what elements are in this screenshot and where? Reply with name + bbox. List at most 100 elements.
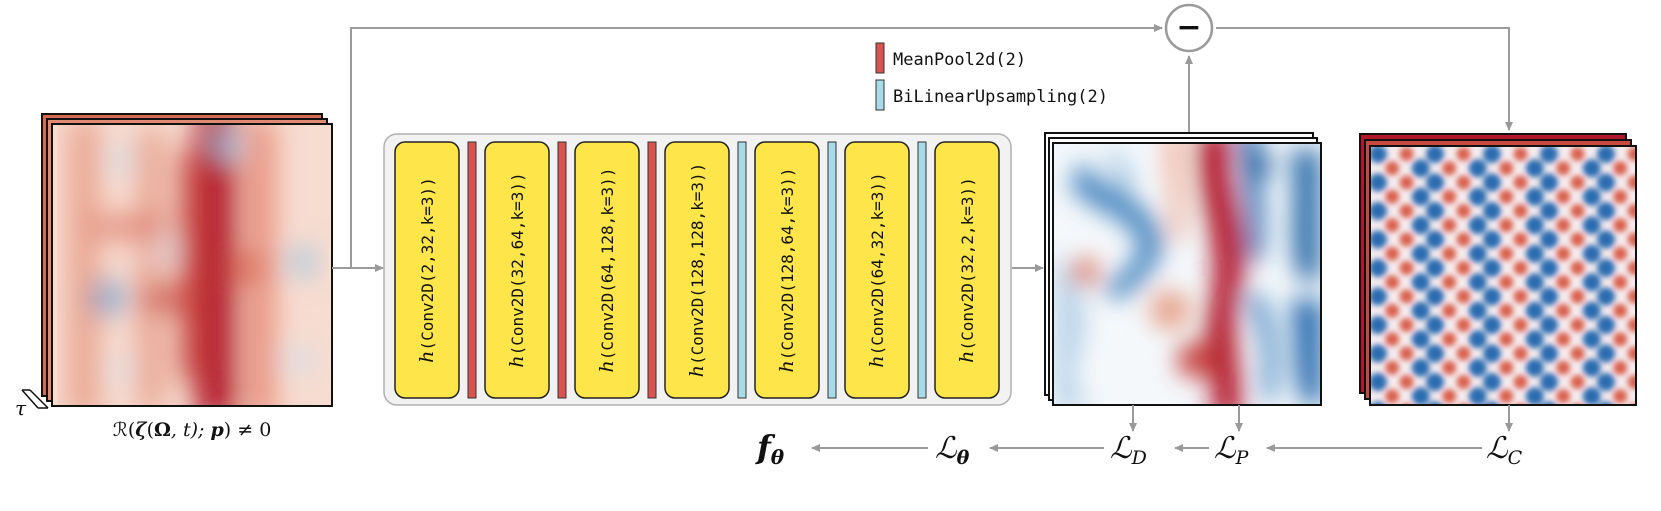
pattern-blue-spot [1540, 316, 1558, 334]
pattern-red-spot [1627, 175, 1636, 190]
pattern-blue-spot [1426, 373, 1444, 391]
pattern-red-spot [1514, 432, 1528, 446]
meanpool-layer-2 [557, 141, 567, 399]
pattern-blue-spot [1468, 216, 1487, 235]
pattern-blue-spot [1640, 273, 1658, 291]
activation-symbol: h [866, 355, 888, 367]
conv-block-7: h(Conv2D(32,2,k=3)) [934, 141, 1000, 399]
pattern-blue-spot [1468, 330, 1487, 349]
l-p-main: ℒ [1214, 431, 1237, 466]
pattern-blue-spot [1654, 174, 1661, 192]
pattern-red-spot [1456, 175, 1471, 190]
l-theta-label: ℒθ [935, 431, 970, 469]
l-c-sub: C [1508, 447, 1523, 469]
pattern-blue-spot [1597, 430, 1615, 448]
pattern-blue-spot [1369, 430, 1387, 448]
pattern-red-spot [1442, 161, 1457, 176]
caption-rest: , t); [171, 419, 211, 441]
pattern-blue-spot [1540, 230, 1558, 249]
pattern-blue-spot [1426, 287, 1444, 306]
pattern-blue-spot [1370, 202, 1387, 220]
pattern-blue-spot [1525, 159, 1544, 178]
pattern-blue-spot [1411, 301, 1430, 320]
conv-block-2: h(Conv2D(32,64,k=3)) [484, 141, 550, 399]
pattern-blue-spot [1468, 159, 1487, 178]
l-theta-main: ℒ [935, 431, 958, 466]
pattern-red-spot [1442, 332, 1457, 347]
pattern-red-spot [1627, 375, 1636, 389]
pattern-red-spot [1385, 418, 1399, 432]
pattern-red-spot [1399, 289, 1414, 304]
operator-circle [1164, 3, 1214, 53]
conv-block-box [574, 141, 640, 399]
conv-block-label: h(Conv2D(2,32,k=3)) [416, 177, 438, 363]
l-d-main: ℒ [1110, 431, 1133, 466]
pattern-red-spot [1442, 418, 1456, 432]
pattern-blue-spot [1582, 216, 1601, 235]
pattern-red-spot [1456, 261, 1471, 275]
pattern-red-spot [1385, 246, 1400, 261]
pattern-red-spot [1627, 318, 1636, 332]
conv-block-5: h(Conv2D(128,64,k=3)) [754, 141, 820, 399]
pattern-blue-spot [1654, 402, 1661, 420]
output-field-stack [1044, 132, 1322, 406]
pattern-blue-spot [1411, 244, 1430, 263]
subtract-operator: − [1164, 3, 1214, 53]
pattern-blue-spot [1370, 146, 1387, 163]
conv-block-1: h(Conv2D(2,32,k=3)) [394, 141, 460, 399]
pattern-red-spot [1385, 218, 1400, 233]
upsample-layer-4 [737, 141, 747, 399]
pattern-red-spot [1513, 346, 1528, 361]
pattern-red-spot [1399, 175, 1414, 190]
pattern-blue-spot [1526, 416, 1544, 434]
pattern-red-spot [1571, 432, 1585, 446]
pattern-blue-spot [1469, 416, 1487, 434]
caption-end: ) ≠ 0 [224, 419, 272, 441]
pattern-blue-spot [1540, 146, 1558, 163]
pattern-red-spot [1613, 418, 1627, 432]
pattern-blue-spot [1582, 273, 1601, 292]
skip-arrow-to-operator [350, 24, 1163, 268]
pattern-red-spot [1400, 432, 1414, 446]
pattern-red-spot [1385, 360, 1400, 375]
pattern-blue-spot [1640, 302, 1658, 320]
pattern-blue-spot [1597, 287, 1615, 306]
pattern-blue-spot [1426, 230, 1444, 249]
pattern-blue-spot [1597, 373, 1615, 391]
pattern-red-spot [1499, 332, 1514, 347]
pattern-red-spot [1513, 261, 1528, 275]
pattern-blue-spot [1525, 216, 1544, 235]
pattern-blue-spot [1640, 216, 1658, 234]
pattern-blue-spot [1483, 230, 1501, 249]
pattern-red-spot [1499, 218, 1514, 233]
pattern-red-spot [1385, 389, 1400, 404]
pattern-blue-spot [1597, 146, 1615, 163]
pattern-red-spot [1627, 232, 1636, 247]
pattern-blue-spot [1483, 173, 1501, 192]
pattern-blue-spot [1411, 387, 1430, 405]
pattern-blue-spot [1411, 187, 1430, 206]
conv-block-label: h(Conv2D(64,32,k=3)) [866, 172, 888, 367]
tau-stack-indicator: τ [15, 389, 49, 420]
pattern-red-spot [1570, 204, 1585, 218]
pattern-blue-spot [1582, 301, 1601, 320]
conv-block-box [664, 141, 730, 399]
pattern-red-spot [1627, 147, 1636, 161]
pattern-blue-spot [1468, 358, 1487, 377]
pattern-blue-spot [1654, 373, 1661, 391]
pattern-blue-spot [1525, 273, 1544, 292]
pattern-blue-spot [1525, 358, 1544, 377]
pattern-blue-spot [1525, 330, 1544, 349]
pattern-blue-spot [1483, 373, 1501, 391]
pattern-blue-spot [1540, 259, 1558, 277]
pattern-red-spot [1613, 161, 1628, 176]
pattern-red-spot [1627, 346, 1636, 361]
caption-zeta: ζ [135, 419, 148, 441]
pattern-blue-spot [1525, 387, 1544, 405]
activation-symbol: h [686, 365, 708, 377]
pattern-red-spot [1556, 161, 1571, 176]
conv-block-label: h(Conv2D(128,64,k=3)) [776, 168, 798, 373]
caption-mid: ( [147, 419, 154, 441]
pattern-blue-spot [1540, 373, 1558, 391]
l-p-label: ℒP [1214, 431, 1250, 469]
